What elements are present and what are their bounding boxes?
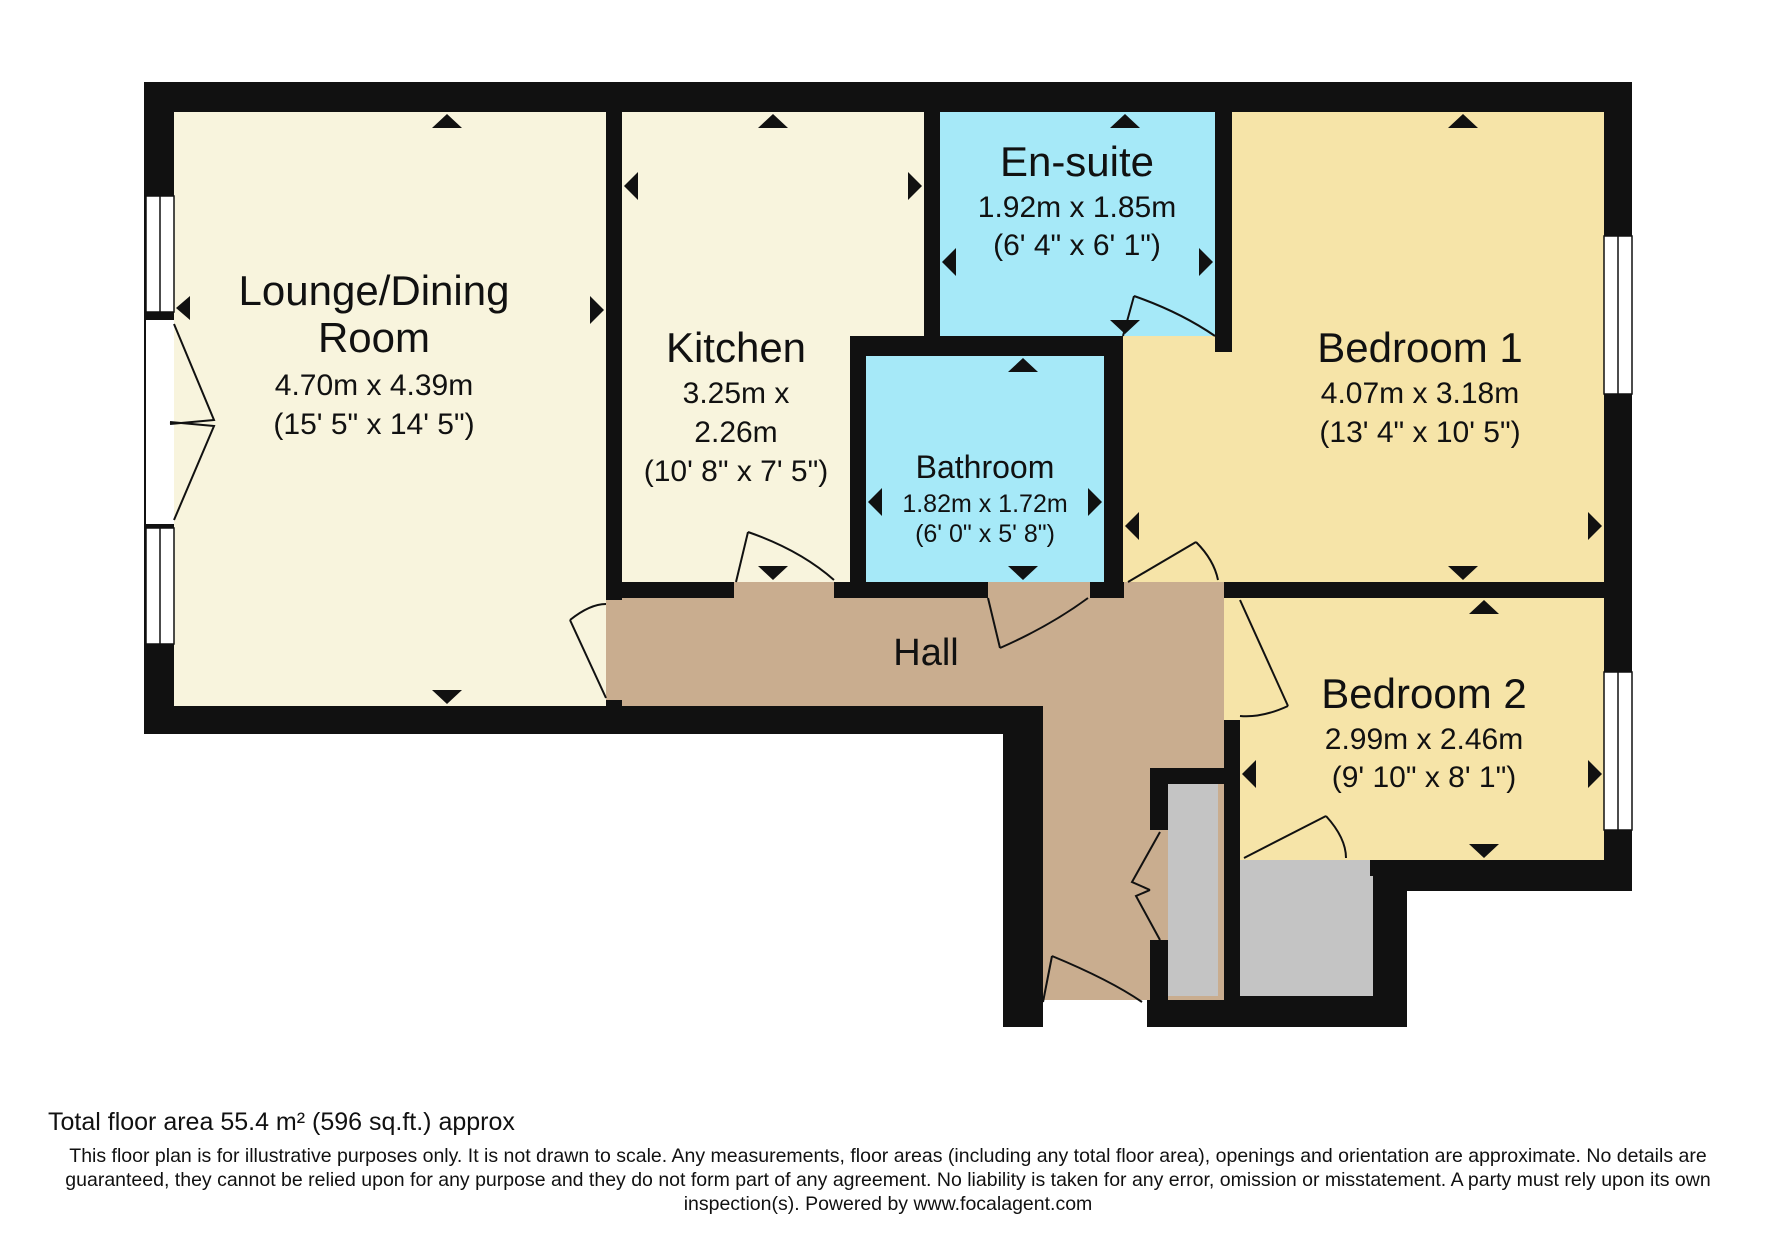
bedroom2-imperial: (9' 10" x 8' 1"): [1332, 761, 1517, 794]
wall-cupboard-top: [1150, 768, 1240, 784]
bathroom-floor: [866, 356, 1104, 582]
wall-hall-top-left: [622, 582, 734, 598]
hall-name: Hall: [893, 632, 958, 674]
bathroom-metric: 1.82m x 1.72m: [902, 490, 1067, 518]
wall-bed1-bed2: [1224, 582, 1632, 598]
wall-ensuite-bed1: [1215, 112, 1232, 352]
windows: [145, 195, 1633, 831]
lounge-imperial: (15' 5" x 14' 5"): [273, 408, 474, 441]
kitchen-metric-line1: 3.25m x: [683, 377, 790, 410]
ensuite-imperial: (6' 4" x 6' 1"): [993, 229, 1161, 262]
wall-cupboard2-right: [1373, 860, 1401, 1000]
bedroom2-name: Bedroom 2: [1321, 670, 1526, 717]
cupboard-hall: [1168, 784, 1218, 996]
french-doors: [146, 320, 216, 524]
wall-bathroom-top: [850, 336, 1123, 356]
wall-hall-top-mid: [834, 582, 988, 598]
bedroom2-floor: [1240, 598, 1604, 860]
wall-bathroom-left: [850, 336, 866, 582]
bedroom1-name: Bedroom 1: [1317, 324, 1522, 371]
bedroom1-imperial: (13' 4" x 10' 5"): [1319, 416, 1520, 449]
bathroom-imperial: (6' 0" x 5' 8"): [915, 520, 1055, 548]
kitchen-imperial: (10' 8" x 7' 5"): [644, 455, 829, 488]
kitchen-name: Kitchen: [666, 324, 806, 371]
wall-kitchen-ensuite: [924, 112, 940, 336]
wall-bathroom-right: [1104, 336, 1123, 582]
floor-plan: Lounge/Dining Room 4.70m x 4.39m (15' 5"…: [144, 82, 1633, 1027]
dimension-arrows: [176, 114, 1602, 858]
wall-lounge-kitchen: [606, 112, 622, 706]
disclaimer: This floor plan is for illustrative purp…: [65, 1145, 1711, 1215]
ensuite-floor: [940, 112, 1215, 336]
lounge-dining-floor: [174, 112, 606, 706]
bedroom1-floor: [1123, 112, 1604, 582]
ensuite-name: En-suite: [1000, 138, 1154, 185]
lounge-name-line2: Room: [318, 314, 430, 361]
ensuite-metric: 1.92m x 1.85m: [978, 191, 1176, 224]
doors: [569, 295, 1370, 1027]
bedroom2-metric: 2.99m x 2.46m: [1325, 723, 1523, 756]
wall-hall-top-right: [1090, 582, 1124, 598]
lounge-name-line1: Lounge/Dining: [239, 267, 510, 314]
bathroom-name: Bathroom: [916, 449, 1055, 485]
cupboard-bedroom2: [1240, 876, 1373, 996]
hall-floor: [622, 582, 1224, 1000]
total-floor-area: Total floor area 55.4 m² (596 sq.ft.) ap…: [48, 1108, 515, 1136]
kitchen-metric-line2: 2.26m: [694, 416, 777, 449]
bedroom1-metric: 4.07m x 3.18m: [1321, 377, 1519, 410]
lounge-metric: 4.70m x 4.39m: [275, 369, 473, 402]
